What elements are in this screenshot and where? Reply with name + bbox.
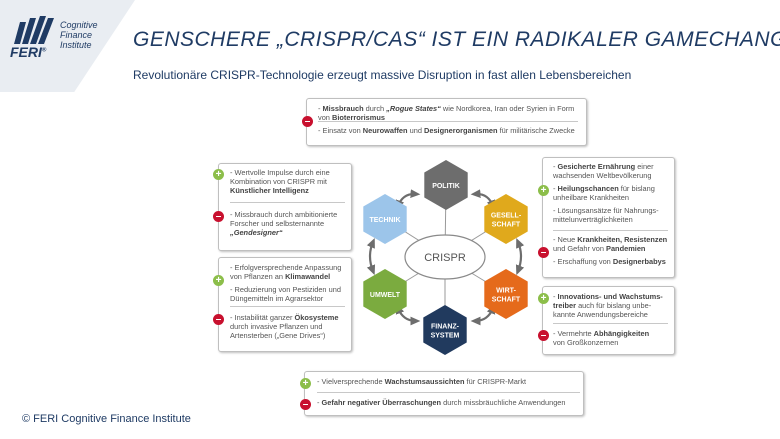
bullet-item: - Gefahr negativer Überraschungen durch … [317, 398, 566, 407]
box-technik [218, 163, 352, 251]
box-separator [230, 306, 345, 307]
minus-sign-icon: – [538, 330, 549, 341]
bullet-item: - Missbrauch durch „Rogue States“ wie No… [318, 104, 575, 123]
bullet-item: - Lösungsansätze für Nahrungs-mittelunve… [553, 206, 659, 225]
page-subtitle: Revolutionäre CRISPR-Technologie erzeugt… [133, 68, 632, 82]
arrow-umwelt-technik [366, 237, 376, 276]
box-separator [553, 323, 668, 324]
hexagon-umwelt [363, 269, 407, 319]
hexagon-label-wirtschaft: WIRT- [496, 288, 516, 295]
box-wirtschaft [542, 286, 675, 355]
hexagon-gesellschaft [484, 194, 528, 244]
plus-sign-icon: + [213, 275, 224, 286]
minus-sign-icon: – [213, 314, 224, 325]
page-title: GENSCHERE „CRISPR/CAS“ IST EIN RADIKALER… [133, 28, 780, 51]
plus-sign-icon: + [538, 185, 549, 196]
footer-copyright: © FERI Cognitive Finance Institute [22, 413, 191, 425]
hexagon-label-finanzsystem: SYSTEM [431, 333, 460, 340]
box-separator [230, 202, 345, 203]
minus-sign-icon: – [300, 399, 311, 410]
plus-sign-icon: + [538, 293, 549, 304]
box-separator [317, 392, 580, 393]
hexagon-label-finanzsystem: FINANZ- [431, 324, 460, 331]
minus-sign-icon: – [213, 211, 224, 222]
box-separator [318, 121, 578, 122]
minus-sign-icon: – [538, 247, 549, 258]
logo-brand: FERI® [10, 44, 47, 60]
box-umwelt [218, 257, 352, 352]
hexagon-label-gesellschaft: GESELL- [491, 213, 522, 220]
hexagon-label-gesellschaft: SCHAFT [492, 222, 521, 229]
hexagon-label-technik: TECHNIK [369, 217, 400, 224]
plus-sign-icon: + [300, 378, 311, 389]
crispr-ellipse [404, 234, 486, 280]
bullet-item: - Innovations- und Wachstums-treiber auc… [553, 292, 663, 320]
feri-logo-icon [14, 16, 54, 44]
minus-sign-icon: – [302, 116, 313, 127]
crispr-label: CRISPR [424, 252, 466, 264]
box-politik [306, 98, 587, 146]
hexagon-label-politik: POLITIK [432, 183, 460, 190]
box-gesamt [304, 371, 584, 416]
box-gesellschaft [542, 157, 675, 278]
plus-sign-icon: + [213, 169, 224, 180]
hexagon-wirtschaft [484, 269, 528, 319]
hexagon-label-umwelt: UMWELT [370, 292, 401, 299]
hexagon-technik [363, 194, 407, 244]
bullet-item: - Erschaffung von Designerbabys [553, 257, 666, 266]
hexagon-politik [424, 160, 468, 210]
bullet-item: - Vielversprechende Wachstumsaussichten … [317, 377, 527, 386]
hexagon-finanzsystem [423, 305, 467, 355]
logo-subtitle: Cognitive Finance Institute [60, 20, 98, 50]
hexagon-label-wirtschaft: SCHAFT [492, 297, 521, 304]
bullet-item: - Einsatz von Neurowaffen und Designeror… [318, 126, 575, 135]
arrow-gesellschaft-wirtschaft [515, 237, 525, 276]
box-separator [553, 230, 668, 231]
